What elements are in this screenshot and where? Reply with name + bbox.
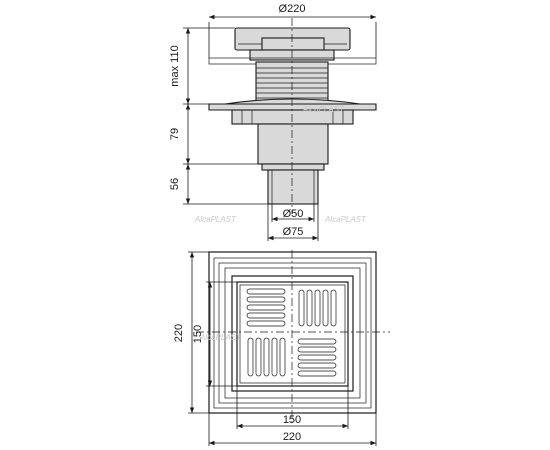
height-dimension-label: max 110 [169, 45, 181, 86]
top-view: 220 150 150 220 AlcaPLAST [173, 250, 390, 446]
inner-diameter-label: Ø50 [283, 208, 304, 220]
watermark: AlcaPLAST [194, 215, 237, 224]
width-dimension-label: Ø220 [279, 3, 306, 15]
watermark: AlcaPLAST [324, 215, 367, 224]
inner-height-label: 150 [192, 325, 204, 343]
outer-diameter-label: Ø75 [283, 226, 304, 238]
grate [236, 281, 349, 387]
slots-top-right [298, 289, 337, 327]
watermark: AlcaPLAST [199, 333, 242, 342]
outer-height-label: 220 [173, 324, 185, 342]
outlet-pipe [267, 169, 319, 205]
slots-bottom-left [247, 337, 286, 377]
side-view: Ø220 max 110 79 56 Ø50 Ø75 AlcaPLAST Alc… [169, 3, 377, 241]
outlet-dimension-label: 56 [169, 178, 181, 190]
membrane-flange [208, 103, 377, 111]
slots-top-left [246, 288, 286, 327]
watermark: AlcaPLAST [302, 105, 345, 114]
body [257, 123, 329, 165]
outer-width-label: 220 [283, 431, 301, 443]
inner-width-label: 150 [283, 414, 301, 426]
body-dimension-label: 79 [169, 128, 181, 140]
grate-insert [261, 37, 325, 51]
slots-bottom-right [297, 338, 337, 377]
